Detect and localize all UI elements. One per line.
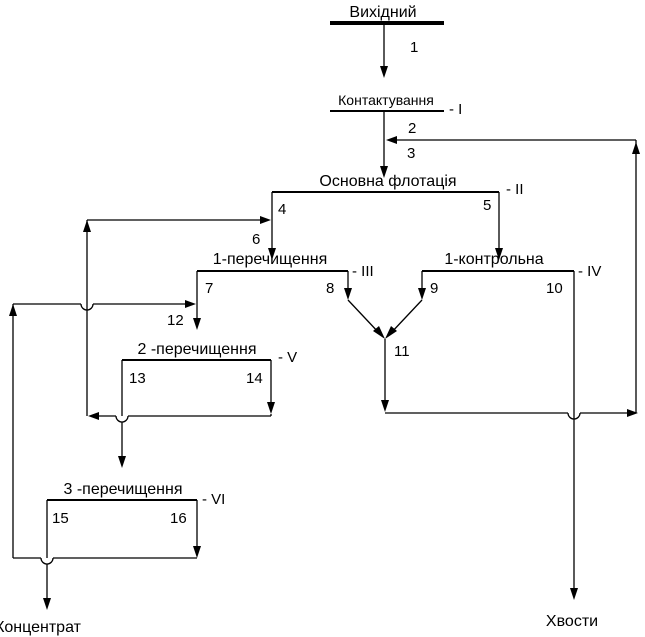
- stream-6-label: 6: [252, 231, 260, 248]
- control-1-label: 1-контрольна: [444, 251, 543, 268]
- cleaning-2-roman: - V: [278, 349, 297, 366]
- cleaning-1-roman: - III: [352, 263, 374, 280]
- stream-2-label: 2: [408, 120, 416, 137]
- concentrate-arrow: [43, 598, 51, 610]
- stream-10-label: 10: [546, 280, 563, 297]
- stream-8-label: 8: [326, 280, 334, 297]
- stream-5-arrow: [495, 248, 503, 260]
- stream-13-label: 13: [129, 370, 146, 387]
- stream-9-arrow: [418, 288, 426, 300]
- stream-3-arrow: [380, 166, 388, 178]
- stream-12-arrow: [185, 300, 196, 308]
- stream-9-label: 9: [430, 280, 438, 297]
- stream-8-diag: [347, 299, 381, 335]
- stream-7-arrow: [193, 318, 201, 330]
- main-flotation-label: Основна флотація: [319, 173, 456, 190]
- stream-8-arrow: [344, 288, 352, 300]
- stream-12-up-arrow: [9, 304, 17, 316]
- stream-12-label: 12: [167, 312, 184, 329]
- stream-13-hop: [115, 415, 129, 423]
- cleaning-3-roman: - VI: [202, 491, 225, 508]
- stream-11-right-arrow: [627, 409, 638, 417]
- tailings-arrow: [570, 588, 578, 600]
- stream-9-diag-arrow: [385, 326, 397, 339]
- concentrate-label: Концентрат: [0, 619, 82, 636]
- cleaning-3-label: 3 -перечищення: [64, 481, 183, 498]
- stream-7-label: 7: [205, 280, 213, 297]
- input-label: Вихідний: [349, 4, 416, 21]
- stream-16-arrow: [193, 546, 201, 558]
- stream-5-label: 5: [483, 197, 491, 214]
- stream-13-arrow: [118, 456, 126, 468]
- main-flotation-roman: - II: [506, 181, 524, 198]
- stream-1-label: 1: [410, 39, 418, 56]
- stream-4-arrow: [268, 248, 276, 260]
- stream-11-label: 11: [394, 343, 410, 360]
- cleaning-1-label: 1-перечищення: [213, 251, 328, 268]
- stream-2-arrow: [386, 136, 397, 144]
- stream-12-hop: [80, 303, 94, 311]
- stream-6-arrow: [260, 216, 271, 224]
- stream-14-arrow: [267, 402, 275, 414]
- stream-2-up-arrow: [632, 142, 640, 154]
- stream-8-diag-arrow: [373, 326, 385, 339]
- contacting-label: Контактування: [338, 92, 434, 108]
- stream-15-hop: [40, 557, 54, 565]
- cleaning-2-label: 2 -перечищення: [138, 341, 257, 358]
- stream-15-label: 15: [52, 510, 69, 527]
- stream-6-up-arrow: [83, 220, 91, 232]
- stream-4-label: 4: [278, 201, 286, 218]
- control-1-roman: - IV: [578, 263, 601, 280]
- stream-3-label: 3: [407, 145, 415, 162]
- contacting-roman: - I: [449, 101, 462, 118]
- tailings-label: Хвости: [546, 613, 598, 630]
- stream-16-label: 16: [170, 510, 187, 527]
- stream-14-label: 14: [246, 370, 263, 387]
- stream-14-left-arrow: [88, 412, 99, 420]
- stream-9-diag: [389, 299, 423, 335]
- stream-1-arrow: [380, 66, 388, 78]
- stream-11-arrow: [381, 400, 389, 412]
